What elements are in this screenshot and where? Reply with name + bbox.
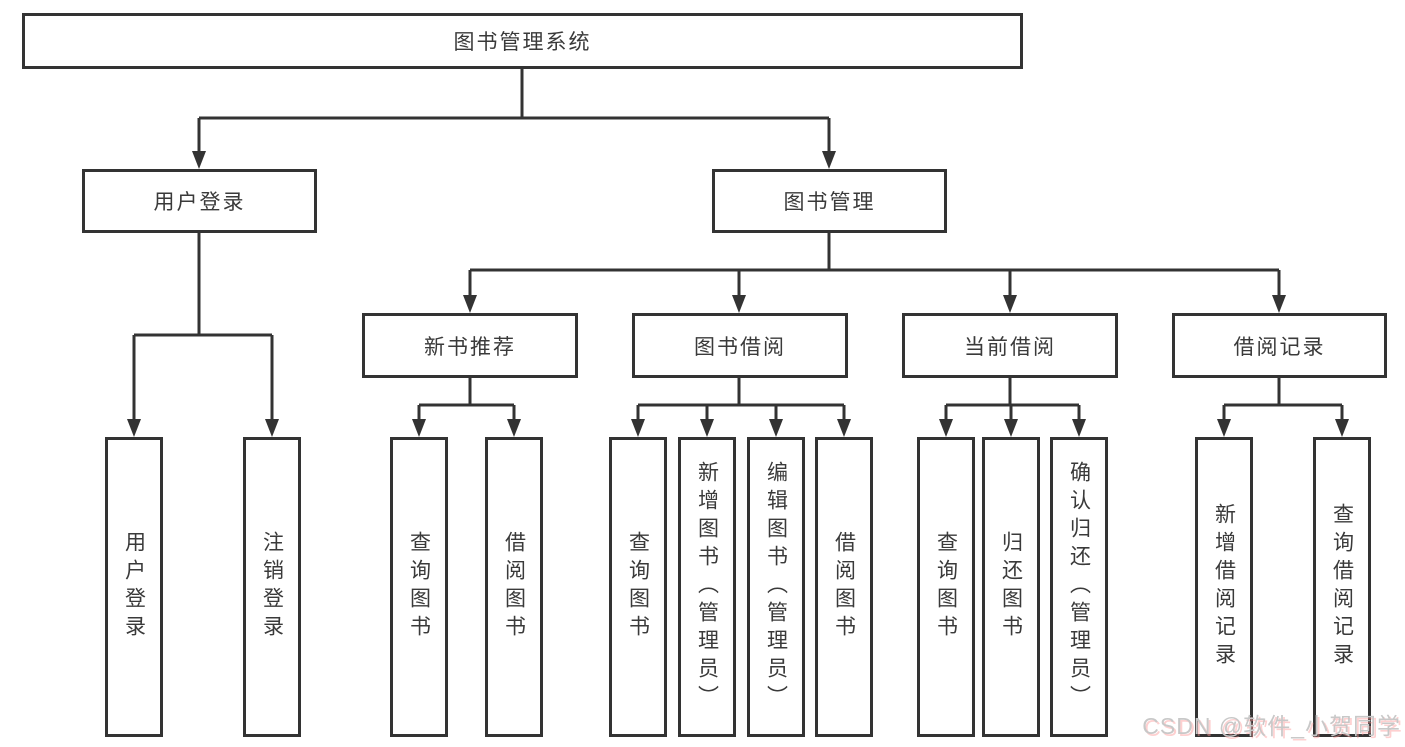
- leaf-query-books-recommend: 查询图书: [390, 437, 448, 737]
- node-label: 当前借阅: [964, 335, 1056, 359]
- node-label: 新增借阅记录: [1212, 503, 1236, 671]
- leaf-query-borrow-record: 查询借阅记录: [1313, 437, 1371, 737]
- node-current-borrowing: 当前借阅: [902, 313, 1118, 378]
- node-label: 图书借阅: [694, 335, 786, 359]
- node-book-management-module: 图书管理: [712, 169, 947, 233]
- node-label: 图书管理: [783, 191, 876, 214]
- leaf-add-book-admin: 新增图书（管理员）: [678, 437, 736, 737]
- node-new-book-recommendation: 新书推荐: [362, 313, 578, 378]
- node-label: 图书管理系统: [453, 31, 592, 54]
- node-borrowing-records: 借阅记录: [1172, 313, 1387, 378]
- leaf-confirm-return-admin: 确认归还（管理员）: [1050, 437, 1108, 737]
- leaf-add-borrow-record: 新增借阅记录: [1195, 437, 1253, 737]
- leaf-borrow-books-borrowing: 借阅图书: [815, 437, 873, 737]
- leaf-return-book: 归还图书: [982, 437, 1040, 737]
- csdn-watermark: CSDN @软件_小贺同学: [1142, 713, 1401, 739]
- node-label: 查询图书: [934, 531, 958, 643]
- node-label: 借阅图书: [502, 531, 526, 643]
- node-label: 新书推荐: [424, 335, 516, 359]
- node-label: 用户登录: [153, 191, 246, 214]
- node-label: 注销登录: [260, 531, 284, 643]
- leaf-query-books-current: 查询图书: [917, 437, 975, 737]
- node-label: 编辑图书（管理员）: [764, 461, 788, 713]
- node-label: 用户登录: [122, 531, 146, 643]
- node-user-login-module: 用户登录: [82, 169, 317, 233]
- node-label: 借阅记录: [1233, 335, 1326, 359]
- leaf-query-books-borrowing: 查询图书: [609, 437, 667, 737]
- node-label: 借阅图书: [832, 531, 856, 643]
- leaf-user-login: 用户登录: [105, 437, 163, 737]
- node-label: 归还图书: [999, 531, 1023, 643]
- node-label: 查询图书: [407, 531, 431, 643]
- leaf-borrow-books-recommend: 借阅图书: [485, 437, 543, 737]
- node-label: 新增图书（管理员）: [695, 461, 719, 713]
- node-label: 查询图书: [626, 531, 650, 643]
- node-library-management-system: 图书管理系统: [22, 13, 1023, 69]
- node-label: 确认归还（管理员）: [1067, 461, 1091, 713]
- leaf-logout: 注销登录: [243, 437, 301, 737]
- arrowheads: [127, 151, 1349, 437]
- leaf-edit-book-admin: 编辑图书（管理员）: [747, 437, 805, 737]
- node-label: 查询借阅记录: [1330, 503, 1354, 671]
- node-book-borrowing: 图书借阅: [632, 313, 848, 378]
